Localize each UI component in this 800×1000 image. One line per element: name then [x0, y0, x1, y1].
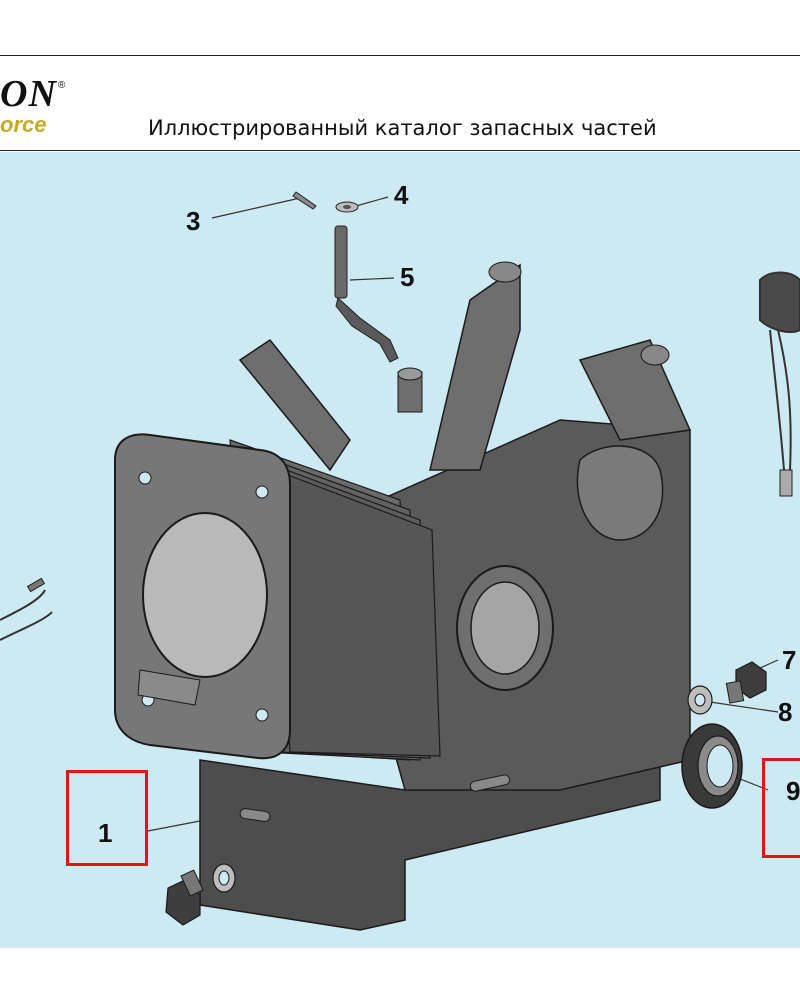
- crankcase-part-1: [114, 261, 692, 931]
- callout-1: 1: [98, 818, 113, 848]
- oil-seal-part-9: [681, 723, 743, 809]
- callout-8: 8: [778, 697, 793, 727]
- wire-harness-left: [0, 577, 53, 641]
- washer-part-4: [335, 201, 359, 213]
- brand-logo: ON: [0, 73, 57, 115]
- bolt-part-7: [725, 661, 767, 704]
- washer-part-8: [687, 685, 713, 715]
- ignition-lead-part: [759, 271, 800, 497]
- governor-shaft-part-5: [334, 225, 399, 363]
- drain-washer-part: [212, 863, 236, 893]
- brand-tagline: orce: [0, 112, 47, 137]
- callout-3: 3: [186, 206, 201, 236]
- callout-4: 4: [394, 180, 409, 210]
- header-top-rule: [0, 55, 800, 56]
- highlight-box-9: [762, 758, 800, 858]
- callout-7: 7: [782, 645, 797, 675]
- registered-mark: ®: [58, 80, 66, 91]
- exploded-view-drawing: [0, 191, 800, 931]
- header-bottom-rule: [0, 150, 800, 151]
- drain-bolt-part: [165, 869, 204, 926]
- highlight-box-1: [66, 770, 148, 866]
- callout-9: 9: [786, 776, 800, 806]
- page-title: Иллюстрированный каталог запасных частей: [148, 116, 657, 140]
- cotter-pin-part: [292, 191, 317, 210]
- callout-5: 5: [400, 262, 415, 292]
